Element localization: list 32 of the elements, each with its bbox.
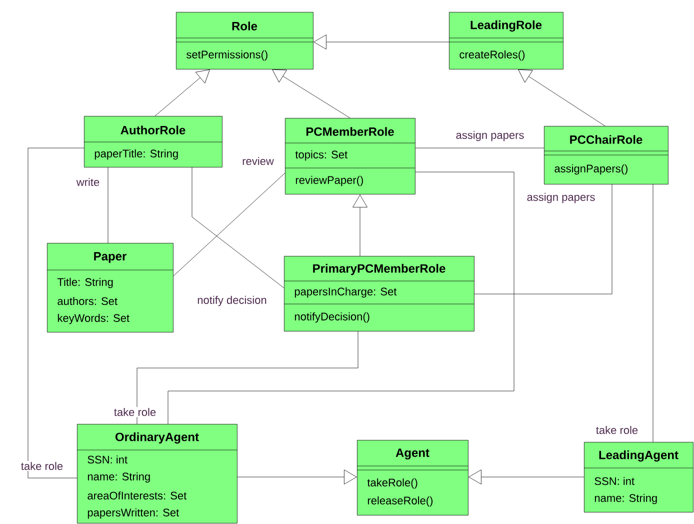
edge-label: assign papers: [454, 130, 526, 142]
edge-label: take role: [594, 424, 640, 436]
association-line: [168, 172, 514, 424]
association-line: [652, 184, 654, 442]
edge-label: review: [241, 156, 275, 166]
class-box: Agent takeRole() releaseRole(): [356, 440, 468, 516]
edge-label: assign papers: [526, 192, 596, 204]
generalization-arrow: [237, 470, 357, 484]
class-box: Paper Title: String authors: Set keyWords: Set: [46, 243, 174, 332]
class-box: OrdinaryAgent SSN: int name: String areaOfInterests: Set papersWritten: Set: [76, 424, 238, 524]
edge-label: write: [75, 176, 101, 188]
association-line: [136, 331, 358, 424]
generalization-arrow: [314, 34, 450, 50]
class-box: PCMemberRole topics: Set reviewPaper(): [284, 118, 416, 194]
generalization-arrow: [154, 69, 210, 116]
association-line: [192, 167, 284, 288]
class-box: AuthorRole paperTitle: String: [84, 116, 222, 168]
generalization-arrow: [518, 69, 606, 126]
generalization-arrow: [468, 470, 584, 484]
association-line: [474, 184, 612, 294]
class-box: PCChairRole assignPapers(): [544, 126, 668, 184]
edge-label: notify decision: [196, 294, 268, 308]
generalization-arrow: [352, 194, 368, 256]
association-line: [173, 172, 286, 276]
edge-label: take role: [112, 406, 158, 418]
edge-label: take role: [20, 460, 64, 472]
class-box: PrimaryPCMemberRole papersInCharge: Set notifyDecision(): [284, 256, 474, 332]
association-line: [28, 148, 84, 478]
generalization-arrow: [272, 69, 350, 118]
class-box: Role setPermissions(): [176, 12, 314, 70]
class-box: LeadingRole createRoles(): [448, 12, 564, 70]
class-box: LeadingAgent SSN: int name: String: [584, 442, 694, 512]
